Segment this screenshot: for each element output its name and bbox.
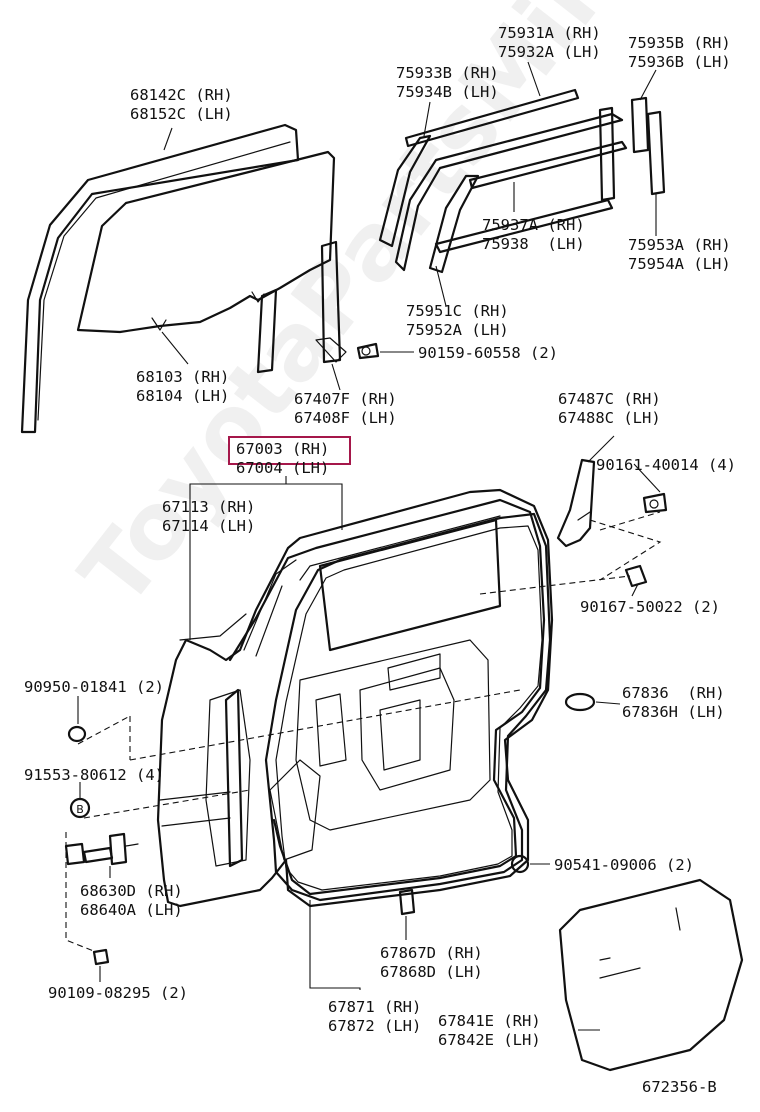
rear-bracket-67487 — [556, 458, 596, 548]
door-channel — [224, 688, 244, 868]
door-glass — [76, 150, 336, 334]
screw-90167 — [624, 564, 648, 588]
clip-90541 — [510, 854, 530, 874]
label-67841e[interactable]: 67841E (RH)67842E (LH) — [438, 1012, 541, 1049]
glass-channels — [256, 240, 347, 374]
label-75931a[interactable]: 75931A (RH)75932A (LH) — [498, 24, 601, 61]
label-75953a[interactable]: 75953A (RH)75954A (LH) — [628, 236, 731, 273]
svg-text:B: B — [76, 803, 84, 816]
label-90159[interactable]: 90159-60558 (2) — [418, 344, 558, 362]
hinge-68630 — [64, 832, 139, 866]
leader-lines — [77, 61, 661, 1031]
label-68630d[interactable]: 68630D (RH)68640A (LH) — [80, 882, 183, 919]
label-75933b[interactable]: 75933B (RH)75934B (LH) — [396, 64, 499, 101]
label-67867d[interactable]: 67867D (RH)67868D (LH) — [380, 944, 483, 981]
label-67003[interactable]: 67003 (RH)67004 (LH) — [236, 440, 330, 477]
bolt-90109 — [92, 948, 110, 966]
label-90161[interactable]: 90161-40014 (4) — [596, 456, 736, 474]
label-67113[interactable]: 67113 (RH)67114 (LH) — [162, 498, 256, 535]
label-67407f[interactable]: 67407F (RH)67408F (LH) — [294, 390, 397, 427]
bolt-90161 — [642, 492, 668, 514]
label-68103[interactable]: 68103 (RH)68104 (LH) — [136, 368, 230, 405]
label-90950[interactable]: 90950-01841 (2) — [24, 678, 164, 696]
label-90167[interactable]: 90167-50022 (2) — [580, 598, 720, 616]
label-90541[interactable]: 90541-09006 (2) — [554, 856, 694, 874]
label-67836[interactable]: 67836 (RH)67836H (LH) — [622, 684, 725, 721]
highlight-box — [228, 436, 351, 465]
label-75951c[interactable]: 75951C (RH)75952A (LH) — [406, 302, 509, 339]
label-91553[interactable]: 91553-80612 (4) — [24, 766, 164, 784]
diagram-id: 672356-B — [642, 1078, 717, 1096]
window-weatherstrips — [378, 88, 666, 274]
clip-67867 — [398, 888, 416, 916]
label-75935b[interactable]: 75935B (RH)75936B (LH) — [628, 34, 731, 71]
label-75937a[interactable]: 75937A (RH)75938 (LH) — [482, 216, 585, 253]
rear-door-panel — [156, 488, 554, 908]
door-weatherstrip — [264, 512, 552, 902]
label-90109[interactable]: 90109-08295 (2) — [48, 984, 188, 1002]
label-68142c[interactable]: 68142C (RH)68152C (LH) — [130, 86, 233, 123]
bolt-90159 — [356, 342, 380, 360]
dashed-lines — [65, 511, 662, 953]
label-67487c[interactable]: 67487C (RH)67488C (LH) — [558, 390, 661, 427]
label-67871[interactable]: 67871 (RH)67872 (LH) — [328, 998, 422, 1035]
plug-90950 — [67, 725, 87, 743]
service-hole-cover — [558, 878, 744, 1072]
bolt-91553: B — [69, 797, 91, 819]
glass-run-channel — [20, 123, 300, 434]
grommet-67836 — [564, 692, 596, 712]
